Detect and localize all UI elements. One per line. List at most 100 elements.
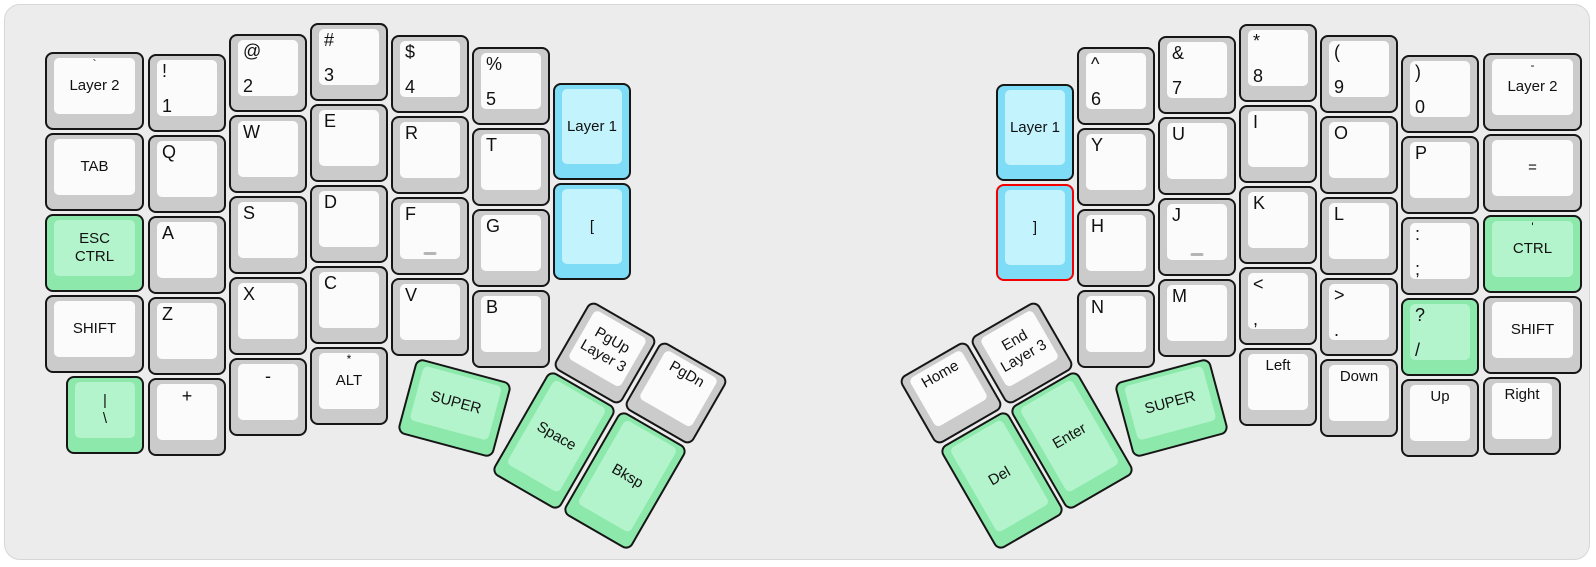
- keycap-top: [238, 40, 298, 96]
- key-h[interactable]: H: [1077, 209, 1155, 287]
- key-equals[interactable]: =: [1483, 134, 1582, 212]
- key-i[interactable]: I: [1239, 105, 1317, 183]
- key-comma[interactable]: <,: [1239, 267, 1317, 345]
- key-down-arrow[interactable]: Down: [1320, 359, 1398, 437]
- key-p[interactable]: P: [1401, 136, 1479, 214]
- key-legend: `: [92, 57, 97, 71]
- keycap-top: [1167, 204, 1227, 260]
- key-legend: Z: [162, 304, 173, 324]
- keycap-top: [157, 222, 217, 278]
- key-question-slash[interactable]: ?/: [1401, 298, 1479, 376]
- key-0[interactable]: )0: [1401, 55, 1479, 133]
- key-legend: Up: [1430, 388, 1450, 405]
- key-shift-right[interactable]: SHIFT: [1483, 296, 1582, 374]
- key-legend: W: [243, 122, 260, 142]
- key-y[interactable]: Y: [1077, 128, 1155, 206]
- key-v[interactable]: V: [391, 278, 469, 356]
- keycap-top: [400, 122, 460, 178]
- key-n[interactable]: N: [1077, 290, 1155, 368]
- key-6[interactable]: ^6: [1077, 47, 1155, 125]
- key-legend: 6: [1091, 89, 1102, 109]
- key-legend: *: [346, 352, 352, 366]
- key-u[interactable]: U: [1158, 117, 1236, 195]
- key-x[interactable]: X: [229, 277, 307, 355]
- key-minus-layer2[interactable]: -Layer 2: [1483, 53, 1582, 131]
- key-grave-layer2[interactable]: ` Layer 2: [45, 52, 144, 130]
- key-legend: >: [1334, 285, 1345, 305]
- key-m[interactable]: M: [1158, 279, 1236, 357]
- key-legend: V: [405, 285, 418, 305]
- key-1[interactable]: !1: [148, 54, 226, 132]
- keycap-top: [1492, 302, 1573, 358]
- key-legend: 7: [1172, 78, 1183, 98]
- key-s[interactable]: S: [229, 196, 307, 274]
- keycap-top: [54, 58, 135, 114]
- key-layer1-left[interactable]: Layer 1: [553, 83, 631, 180]
- key-f[interactable]: F: [391, 197, 469, 275]
- key-c[interactable]: C: [310, 266, 388, 344]
- key-pipe-backslash[interactable]: |\: [66, 376, 144, 454]
- key-right-arrow[interactable]: Right: [1483, 377, 1561, 455]
- key-o[interactable]: O: [1320, 116, 1398, 194]
- key-5[interactable]: %5: [472, 47, 550, 125]
- key-semicolon[interactable]: :;: [1401, 217, 1479, 295]
- key-minus-left[interactable]: -: [229, 358, 307, 436]
- key-d[interactable]: D: [310, 185, 388, 263]
- key-legend: |\: [102, 392, 108, 427]
- key-left-bracket[interactable]: [: [553, 183, 631, 280]
- key-legend: Left: [1265, 357, 1291, 374]
- key-quote-ctrl[interactable]: 'CTRL: [1483, 215, 1582, 293]
- key-2[interactable]: @2: [229, 34, 307, 112]
- key-tab[interactable]: TAB: [45, 133, 144, 211]
- key-super-right[interactable]: SUPER: [1113, 357, 1230, 459]
- key-k[interactable]: K: [1239, 186, 1317, 264]
- key-legend: T: [486, 135, 497, 155]
- key-q[interactable]: Q: [148, 135, 226, 213]
- key-g[interactable]: G: [472, 209, 550, 287]
- key-4[interactable]: $4: [391, 35, 469, 113]
- key-shift-left[interactable]: SHIFT: [45, 295, 144, 373]
- key-3[interactable]: #3: [310, 23, 388, 101]
- key-super-left[interactable]: SUPER: [396, 357, 513, 459]
- key-legend: <: [1253, 274, 1264, 294]
- key-legend: #: [324, 30, 335, 50]
- key-legend: D: [324, 192, 337, 212]
- keycap-top: [1492, 221, 1573, 277]
- key-period[interactable]: >.: [1320, 278, 1398, 356]
- keycap-top: [1005, 90, 1065, 165]
- key-9[interactable]: (9: [1320, 35, 1398, 113]
- keycap-top: [1248, 30, 1308, 86]
- key-t[interactable]: T: [472, 128, 550, 206]
- key-right-bracket[interactable]: ]: [996, 184, 1074, 281]
- key-plus[interactable]: +: [148, 378, 226, 456]
- key-7[interactable]: &7: [1158, 36, 1236, 114]
- key-legend: P: [1415, 143, 1428, 163]
- key-layer1-right[interactable]: Layer 1: [996, 84, 1074, 181]
- keycap-top: [1167, 123, 1227, 179]
- key-legend: Layer 2: [69, 77, 120, 94]
- key-legend: K: [1253, 193, 1266, 213]
- key-e[interactable]: E: [310, 104, 388, 182]
- key-left-arrow[interactable]: Left: [1239, 348, 1317, 426]
- key-asterisk-alt[interactable]: *ALT: [310, 347, 388, 425]
- key-a[interactable]: A: [148, 216, 226, 294]
- keycap-top: [1329, 122, 1389, 178]
- keycap-top: [1410, 61, 1470, 117]
- key-w[interactable]: W: [229, 115, 307, 193]
- key-legend: Q: [162, 142, 177, 162]
- key-j[interactable]: J: [1158, 198, 1236, 276]
- key-z[interactable]: Z: [148, 297, 226, 375]
- key-r[interactable]: R: [391, 116, 469, 194]
- key-8[interactable]: *8: [1239, 24, 1317, 102]
- key-legend: @: [243, 41, 262, 61]
- keycap-top: [1329, 203, 1389, 259]
- key-legend: N: [1091, 297, 1104, 317]
- key-b[interactable]: B: [472, 290, 550, 368]
- keycap-top: [54, 220, 135, 276]
- key-l[interactable]: L: [1320, 197, 1398, 275]
- keycap-top: [1410, 142, 1470, 198]
- keycap-top: [562, 189, 622, 264]
- key-up-arrow[interactable]: Up: [1401, 379, 1479, 457]
